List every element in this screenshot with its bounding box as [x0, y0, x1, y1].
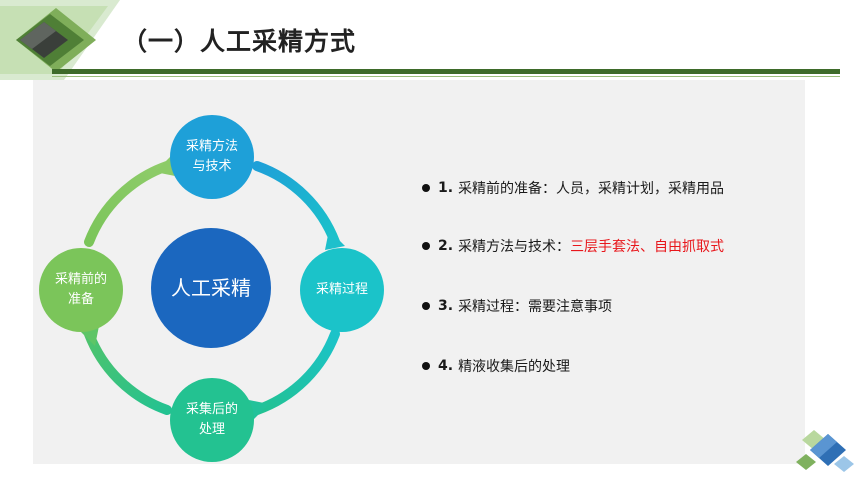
bullet-item: 2. 采精方法与技术： 三层手套法、自由抓取式 — [422, 236, 724, 256]
bullet-highlight-text: 三层手套法、自由抓取式 — [570, 239, 725, 255]
bullet-text: 采精前的准备：人员，采精计划，采精用品 — [458, 181, 725, 197]
bullet-text: 采精方法与技术： — [458, 239, 571, 255]
bullet-number: 1. — [438, 180, 454, 196]
arrow-head-bottom-right — [249, 400, 269, 420]
bullet-text: 采精过程：需要注意事项 — [458, 299, 613, 315]
ring-arc-bottom-right — [252, 329, 340, 415]
cycle-node-method: 采精方法 与技术 — [170, 115, 254, 199]
ring-arc-top-right — [252, 161, 340, 247]
bullet-dot-icon — [422, 242, 430, 250]
page-title: （一）人工采精方式 — [122, 27, 357, 56]
bullet-item: 1. 采精前的准备：人员，采精计划，采精用品 — [422, 178, 724, 198]
arrow-head-top-right — [325, 230, 345, 250]
diamond-decoration-icon — [796, 430, 854, 472]
bullet-item: 3. 采精过程：需要注意事项 — [422, 296, 612, 316]
bullet-dot-icon — [422, 302, 430, 310]
bullet-number: 3. — [438, 298, 454, 314]
bullet-item: 4. 精液收集后的处理 — [422, 356, 570, 376]
diamond-logo-icon — [0, 0, 120, 80]
cycle-node-collect: 采集后的 处理 — [170, 378, 254, 462]
ring-arc-top-left — [84, 161, 172, 247]
cycle-node-process: 采精过程 — [300, 248, 384, 332]
bullet-text: 精液收集后的处理 — [458, 359, 571, 375]
title-divider-thin — [52, 76, 840, 77]
bullet-dot-icon — [422, 184, 430, 192]
bullet-dot-icon — [422, 362, 430, 370]
bullet-number: 4. — [438, 358, 454, 374]
cycle-ring — [79, 156, 345, 420]
cycle-center-node: 人工采精 — [151, 228, 271, 348]
title-divider — [52, 69, 840, 74]
bullet-number: 2. — [438, 238, 454, 254]
cycle-node-prep: 采精前的 准备 — [39, 248, 123, 332]
ring-arc-bottom-left — [84, 329, 172, 415]
